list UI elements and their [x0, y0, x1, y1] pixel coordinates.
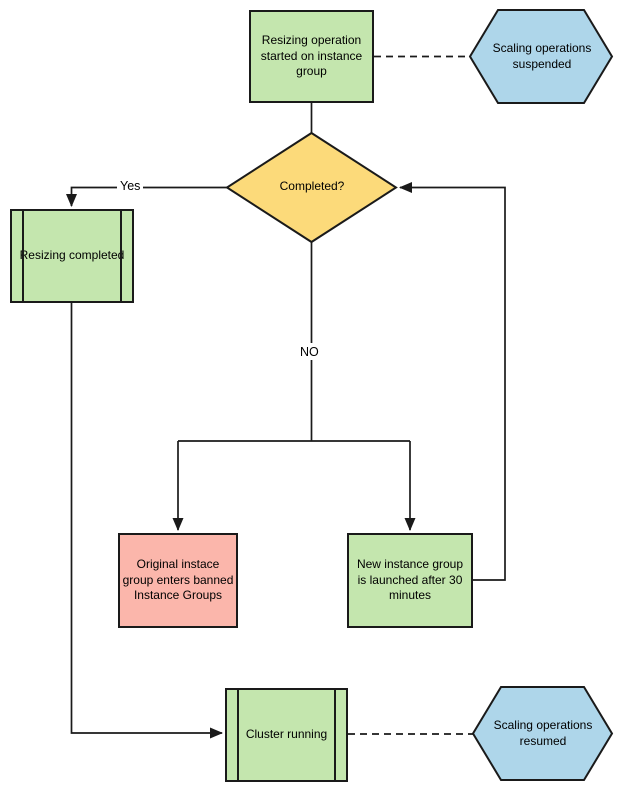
hexagon-resumed-shape	[471, 686, 614, 781]
hexagon-suspended-shape	[468, 9, 614, 104]
predefined-bar-left	[237, 690, 239, 780]
predefined-bar-right	[334, 690, 336, 780]
node-new-group: New instance group is launched after 30 …	[347, 533, 473, 628]
predefined-bar-left	[22, 211, 24, 301]
node-resizing-completed-label: Resizing completed	[19, 248, 125, 263]
node-start: Resizing operation started on instance g…	[249, 10, 374, 103]
edge-yes	[66, 186, 227, 207]
predefined-bar-right	[120, 211, 122, 301]
decision-completed-shape	[225, 131, 398, 244]
node-banned: Original instace group enters banned Ins…	[118, 533, 238, 628]
node-resizing-completed: Resizing completed	[10, 209, 134, 303]
edge-resizing-cluster	[70, 303, 223, 739]
node-cluster-running: Cluster running	[225, 688, 348, 782]
node-cluster-running-label: Cluster running	[245, 727, 328, 742]
node-banned-label: Original instace group enters banned Ins…	[122, 557, 234, 603]
edge-label-yes: Yes	[117, 177, 144, 194]
edge-label-no: NO	[297, 343, 322, 360]
node-new-group-label: New instance group is launched after 30 …	[356, 557, 464, 603]
node-start-label: Resizing operation started on instance g…	[260, 33, 363, 79]
edge-loop-back	[399, 182, 506, 581]
